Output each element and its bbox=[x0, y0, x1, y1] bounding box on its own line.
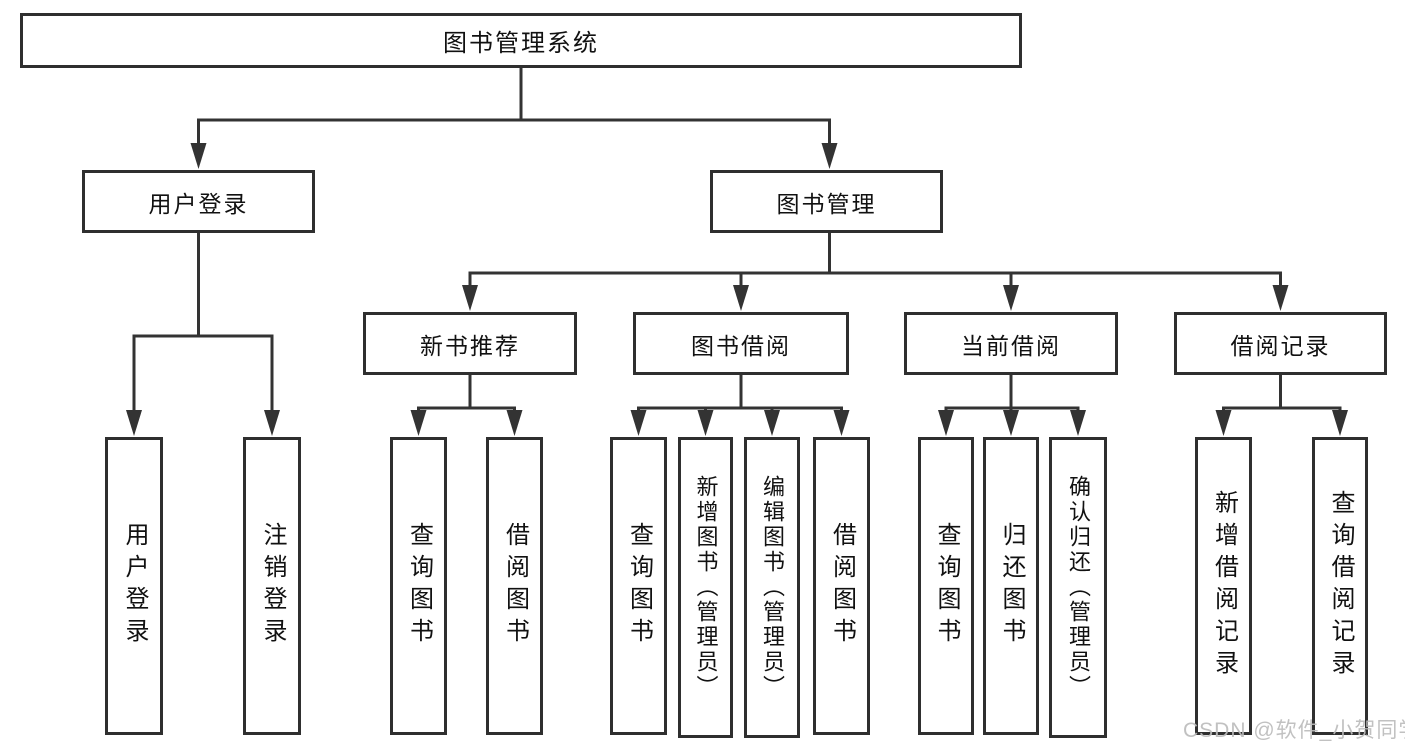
leaf-add-book-admin: 新增图书（管理员） bbox=[678, 437, 733, 738]
leaf-logout: 注销登录 bbox=[243, 437, 301, 735]
node-label: 编辑图书（管理员） bbox=[760, 475, 785, 700]
connector-book-mgmt-to-level3 bbox=[462, 233, 1289, 311]
node-label: 新书推荐 bbox=[420, 332, 520, 359]
leaf-query-books-current: 查询图书 bbox=[918, 437, 974, 735]
leaf-confirm-return-admin: 确认归还（管理员） bbox=[1049, 437, 1107, 738]
node-label: 借阅记录 bbox=[1230, 332, 1331, 359]
node-book-borrow: 图书借阅 bbox=[633, 312, 849, 375]
leaf-edit-book-admin: 编辑图书（管理员） bbox=[744, 437, 800, 738]
leaf-borrow-books-borrow: 借阅图书 bbox=[813, 437, 870, 735]
node-label: 查询图书 bbox=[933, 522, 960, 650]
node-root: 图书管理系统 bbox=[20, 13, 1022, 68]
node-current-borrow: 当前借阅 bbox=[904, 312, 1118, 375]
node-label: 图书管理 bbox=[776, 190, 877, 217]
leaf-return-book: 归还图书 bbox=[983, 437, 1039, 735]
node-label: 用户登录 bbox=[121, 522, 148, 650]
node-label: 新增借阅记录 bbox=[1210, 490, 1238, 682]
leaf-query-books-recommend: 查询图书 bbox=[390, 437, 447, 735]
connector-root-to-level2 bbox=[190, 68, 838, 169]
node-label: 图书管理系统 bbox=[443, 30, 599, 57]
watermark: CSDN @软件_小贺同学 bbox=[1183, 719, 1405, 742]
leaf-user-login: 用户登录 bbox=[105, 437, 163, 735]
node-label: 用户登录 bbox=[148, 190, 249, 217]
connector-new-book-rec-to-leaves bbox=[410, 375, 523, 436]
node-label: 图书借阅 bbox=[691, 332, 791, 359]
node-borrow-records: 借阅记录 bbox=[1174, 312, 1387, 375]
connector-current-borrow-to-leaves bbox=[938, 375, 1086, 436]
leaf-query-books-borrow: 查询图书 bbox=[610, 437, 667, 735]
node-user-login: 用户登录 bbox=[82, 170, 315, 233]
connector-book-borrow-to-leaves bbox=[630, 375, 850, 436]
node-label: 借阅图书 bbox=[828, 522, 856, 650]
node-label: 注销登录 bbox=[259, 522, 286, 650]
node-label: 查询图书 bbox=[405, 522, 433, 650]
node-label: 借阅图书 bbox=[501, 522, 529, 650]
leaf-add-borrow-record: 新增借阅记录 bbox=[1195, 437, 1252, 735]
node-book-mgmt: 图书管理 bbox=[710, 170, 943, 233]
leaf-borrow-books-recommend: 借阅图书 bbox=[486, 437, 543, 735]
node-label: 确认归还（管理员） bbox=[1066, 475, 1091, 700]
node-new-book-recommend: 新书推荐 bbox=[363, 312, 577, 375]
node-label: 新增图书（管理员） bbox=[693, 475, 719, 700]
node-label: 归还图书 bbox=[998, 522, 1025, 650]
node-label: 查询图书 bbox=[625, 522, 653, 650]
node-label: 查询借阅记录 bbox=[1327, 490, 1354, 682]
leaf-query-borrow-record: 查询借阅记录 bbox=[1312, 437, 1368, 735]
node-label: 当前借阅 bbox=[961, 332, 1061, 359]
connector-user-login-to-leaves bbox=[126, 233, 280, 436]
connector-borrow-records-to-leaves bbox=[1215, 375, 1348, 436]
